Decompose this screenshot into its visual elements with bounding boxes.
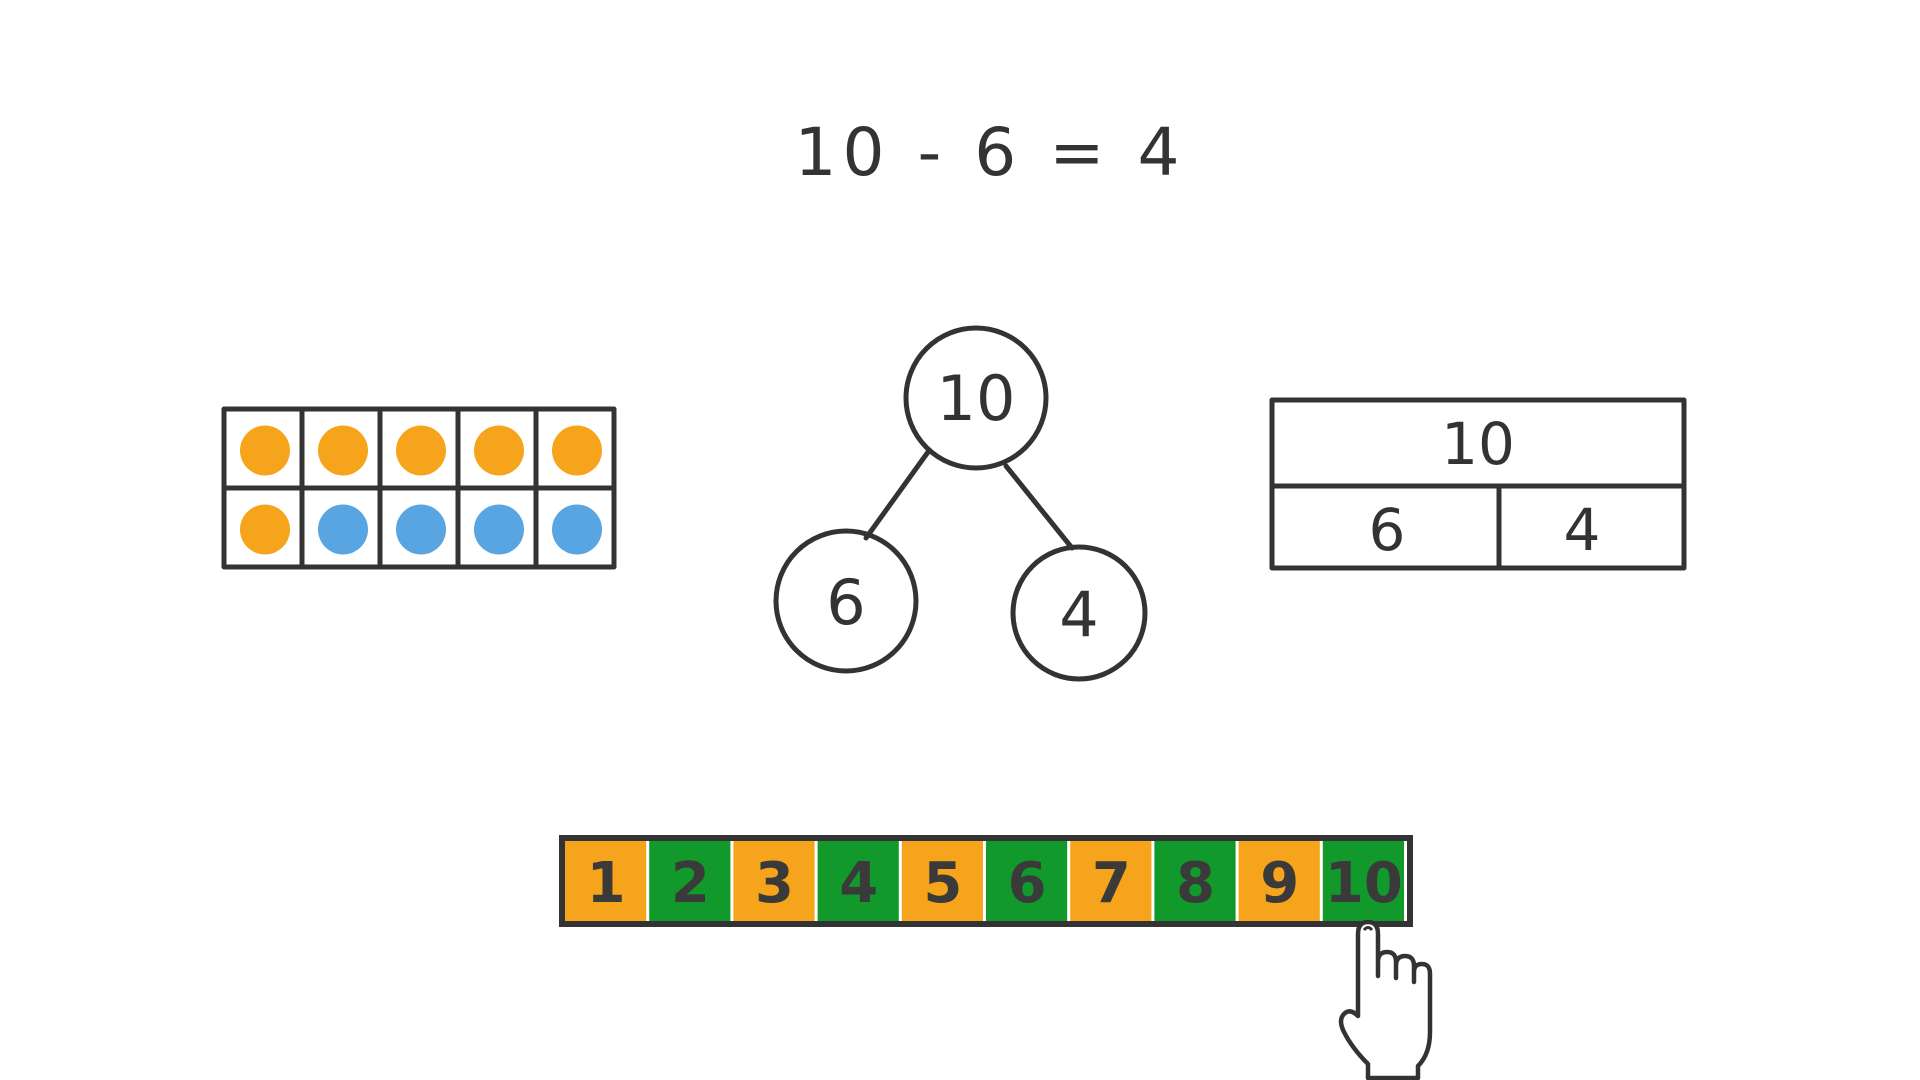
bond-part-right-label: 4 (1059, 578, 1098, 651)
number-strip-cell (817, 841, 899, 921)
ten-frame-dots (240, 425, 602, 555)
number-strip-label: 5 (923, 851, 962, 916)
bar-whole-label: 10 (1441, 410, 1515, 478)
number-strip-cell (649, 841, 731, 921)
number-strip-label: 10 (1325, 851, 1403, 916)
number-strip-cell (733, 841, 815, 921)
number-strip-cell (1070, 841, 1152, 921)
ten-frame-counter-orange (318, 425, 368, 476)
bond-part-right-circle (1010, 544, 1148, 682)
number-strip-label: 4 (839, 851, 878, 916)
ten-frame-counter-blue (552, 504, 602, 555)
number-strip-label: 7 (1092, 851, 1131, 916)
ten-frame-counter-blue (396, 504, 446, 555)
number-strip-label: 3 (755, 851, 794, 916)
number-strip-label: 9 (1260, 851, 1299, 916)
pointing-hand-icon (1338, 919, 1433, 1080)
number-strip-cell (986, 841, 1068, 921)
number-strip-label: 6 (1008, 851, 1047, 916)
ten-frame-counter-orange (552, 425, 602, 476)
number-strip-cell (1238, 841, 1320, 921)
number-strip-label: 8 (1176, 851, 1215, 916)
bond-part-left-circle (773, 528, 919, 674)
bar-part-left-label: 6 (1369, 496, 1406, 564)
bond-part-left-label: 6 (826, 566, 865, 639)
number-strip-cell (901, 841, 983, 921)
bar-part-right-label: 4 (1564, 496, 1601, 564)
number-bond: 10 6 4 (773, 325, 1148, 682)
ten-frame-counter-blue (474, 504, 524, 555)
equation-text: 10 - 6 = 4 (795, 114, 1186, 191)
number-strip-frame (559, 835, 1413, 927)
ten-frame-counter-blue (318, 504, 368, 555)
number-strip-cell (1322, 841, 1404, 921)
number-strip-label: 2 (671, 851, 710, 916)
number-strip-cell (565, 841, 647, 921)
number-strip-cell (1154, 841, 1236, 921)
ten-frame (221, 406, 617, 570)
ten-frame-counter-orange (396, 425, 446, 476)
ten-frame-counter-orange (474, 425, 524, 476)
bond-whole-label: 10 (937, 362, 1016, 435)
bond-whole-circle (903, 325, 1049, 471)
ten-frame-counter-orange (240, 504, 290, 555)
bond-link-left (863, 449, 931, 541)
number-strip-label: 1 (587, 851, 626, 916)
bar-model: 10 6 4 (1269, 397, 1687, 571)
ten-frame-counter-orange (240, 425, 290, 476)
bond-link-right (1003, 463, 1075, 551)
